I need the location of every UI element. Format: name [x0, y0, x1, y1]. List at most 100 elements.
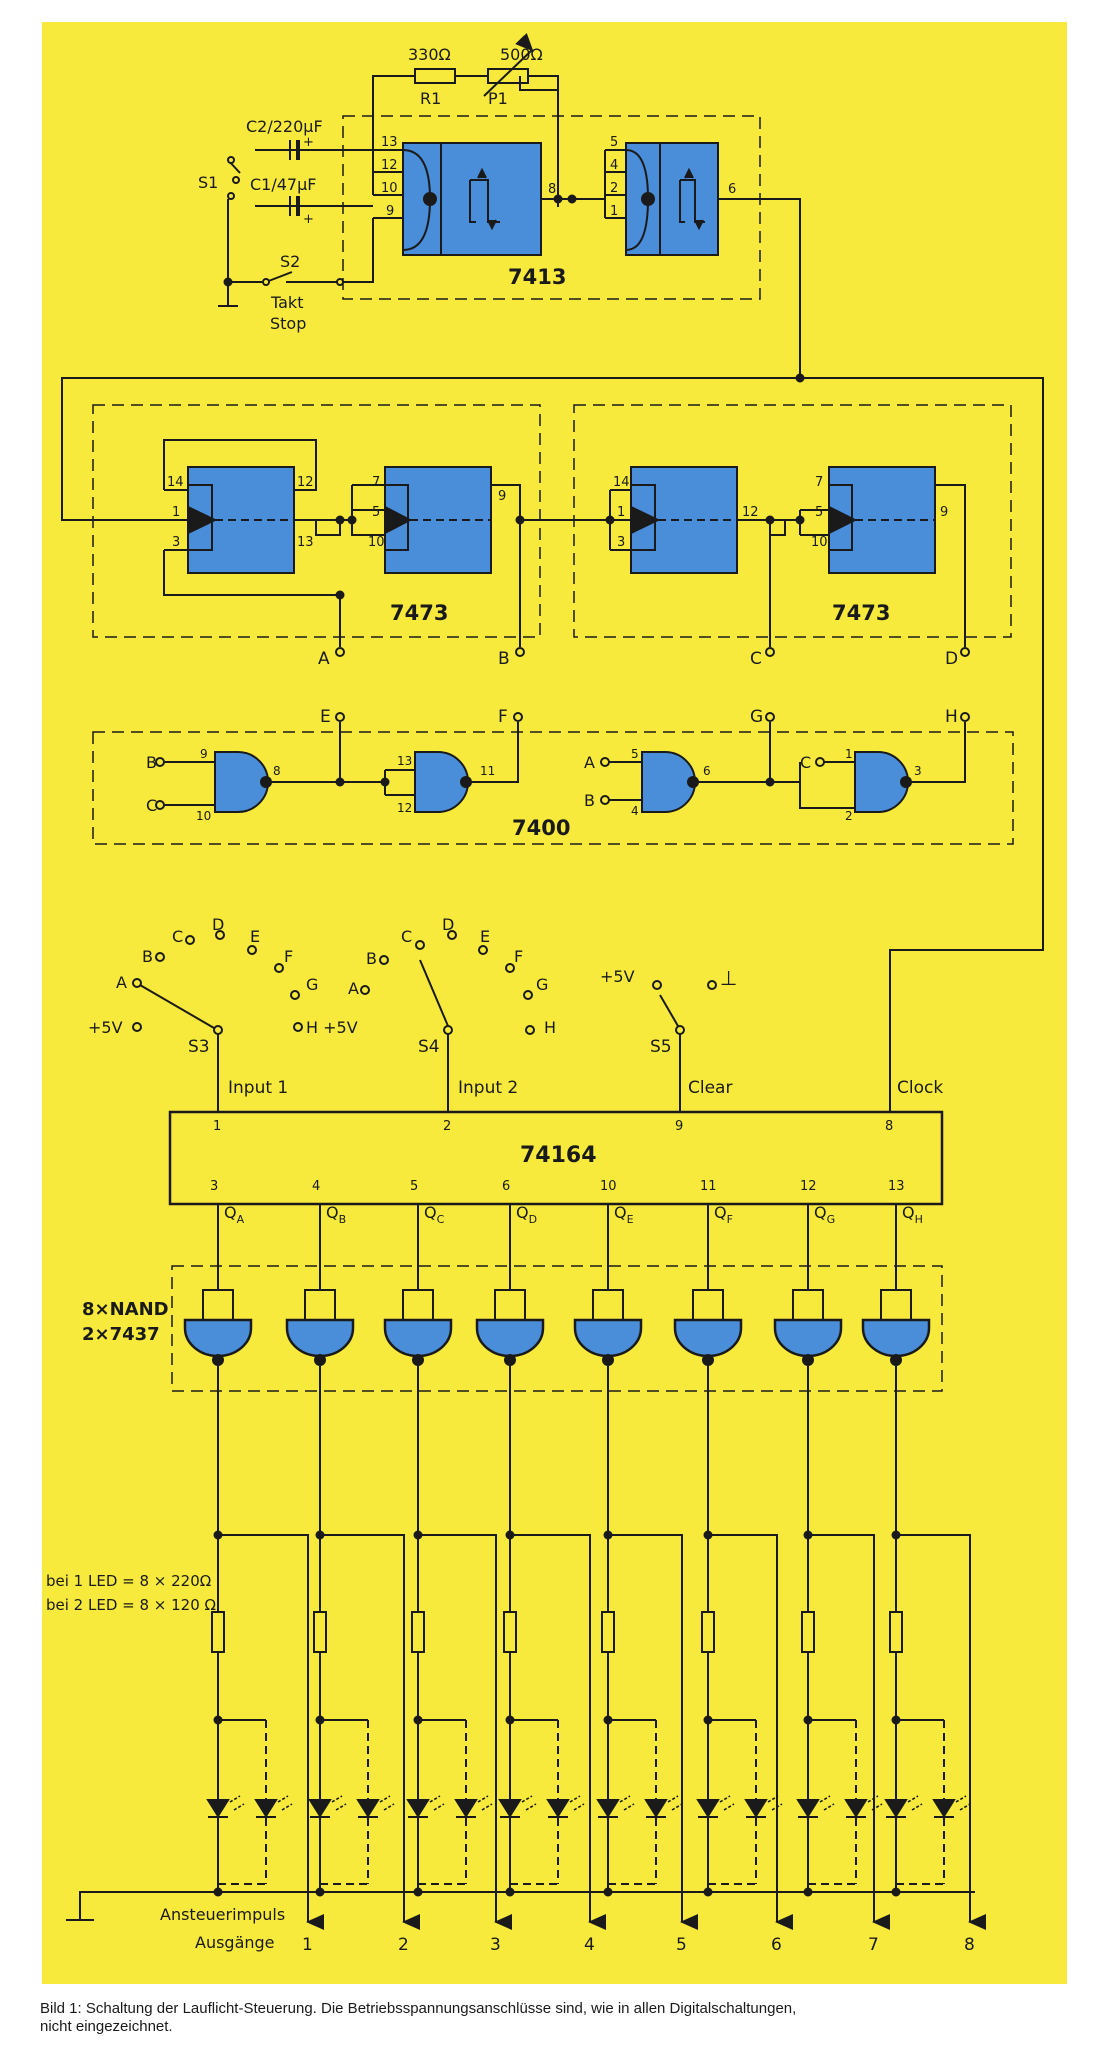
g1-in-b: B [146, 753, 157, 772]
output-line [608, 1534, 698, 1930]
g2-pin-5: 5 [610, 135, 618, 150]
led-light-rays [619, 1795, 635, 1811]
g1-pin-10: 10 [196, 809, 211, 823]
c2-label: C2/220µF [246, 117, 323, 136]
q-line [202, 1204, 234, 1320]
outputs-label-1: Ansteuerimpuls [160, 1905, 285, 1924]
q-line [692, 1204, 724, 1320]
feedback-wire [372, 75, 559, 207]
decoder-out-f: F [498, 707, 508, 727]
q-line [402, 1204, 434, 1320]
q-line [592, 1204, 624, 1320]
led-1 [406, 1799, 430, 1818]
s5-switch [659, 994, 681, 1112]
shift-register-chip [168, 1110, 944, 1206]
s4-contact-d: D [442, 915, 454, 934]
s3-contact-g: G [306, 975, 318, 994]
output-line [218, 1534, 324, 1930]
s3-contact-d: D [212, 915, 224, 934]
nand-bubble [412, 1354, 424, 1366]
g2-pin-1: 1 [610, 204, 618, 219]
led-light-rays [867, 1795, 883, 1811]
counter-out-d: D [945, 649, 958, 669]
q-line [792, 1204, 824, 1320]
p1-potentiometer [487, 68, 529, 84]
s4-contact-h: H [544, 1018, 556, 1037]
ff1-pin-13: 13 [297, 535, 314, 550]
led-2 [546, 1799, 570, 1818]
led-resistor [889, 1611, 903, 1653]
g2-pin-4: 4 [610, 158, 618, 173]
led-1 [206, 1799, 230, 1818]
s3-contact-f: F [284, 947, 293, 966]
ff3-pin-12: 12 [742, 505, 759, 520]
ff3-pin-1: 1 [617, 505, 625, 520]
s5-label: S5 [650, 1037, 672, 1057]
ff2-pin-10: 10 [368, 535, 385, 550]
g2-out: 11 [480, 764, 495, 778]
q-line [494, 1204, 526, 1320]
led-resistor [601, 1611, 615, 1653]
led-resistor [313, 1611, 327, 1653]
c1-plus: + [303, 212, 314, 227]
s3-contact-plus5v: +5V [88, 1018, 123, 1037]
s2-stop: Stop [270, 314, 306, 333]
g1-out: 8 [273, 764, 281, 778]
in-pin-9: 9 [675, 1119, 683, 1134]
g2-pin-12: 12 [397, 801, 412, 815]
g4-pin-1: 1 [845, 747, 853, 761]
s4-contact-g: G [536, 975, 548, 994]
chip-7473-right: 7473 [832, 601, 890, 625]
output-number: 2 [398, 1935, 409, 1955]
led-2 [454, 1799, 478, 1818]
output-number: 4 [584, 1935, 595, 1955]
ff1-pin-1: 1 [172, 505, 180, 520]
led-1 [498, 1799, 522, 1818]
led-light-rays [569, 1795, 585, 1811]
led-1 [308, 1799, 332, 1818]
s2-label: S2 [280, 252, 300, 271]
g3-in-a: A [584, 753, 595, 772]
g3-pin-4: 4 [631, 804, 639, 818]
p1-value: 500Ω [500, 45, 543, 64]
yellow-background [42, 22, 1067, 1984]
ff4-pin-9: 9 [940, 505, 948, 520]
r1-value: 330Ω [408, 45, 451, 64]
s1-label: S1 [198, 173, 218, 192]
out-pin-label: 11 [700, 1179, 717, 1194]
s5-contact-plus5v: +5V [600, 967, 635, 986]
led-2 [932, 1799, 956, 1818]
nand-bubble [802, 1354, 814, 1366]
output-number: 5 [676, 1935, 687, 1955]
r1-label: R1 [420, 89, 441, 108]
chip-7413: 7413 [508, 265, 566, 289]
s4-switch [419, 959, 449, 1112]
g4-out: 3 [914, 764, 922, 778]
led-light-rays [429, 1795, 445, 1811]
g1-out-pin: 8 [548, 182, 556, 197]
s4-contact-a: A [348, 979, 359, 998]
ff2-pin-7: 7 [372, 475, 380, 490]
nand-count: 8×NAND [82, 1299, 169, 1320]
clock-label: Clock [897, 1078, 943, 1098]
r1-resistor [414, 68, 456, 84]
oscillator-frame [342, 115, 761, 300]
g1-pin-9: 9 [200, 747, 208, 761]
ff3-pin-14: 14 [613, 475, 630, 490]
s3-switch [139, 984, 219, 1112]
led-resistor [211, 1611, 225, 1653]
led-1 [884, 1799, 908, 1818]
s3-contact-a: A [116, 973, 127, 992]
s5-contact-ground: ⊥ [720, 966, 737, 990]
out-pin-label: 5 [410, 1179, 418, 1194]
ff1-pin-3: 3 [172, 535, 180, 550]
g1-pin-12: 12 [381, 158, 398, 173]
p1-label: P1 [488, 89, 508, 108]
g1-pin-10: 10 [381, 181, 398, 196]
q-line [304, 1204, 336, 1320]
nand-7437-frame [171, 1265, 943, 1392]
ff1-pin-14: 14 [167, 475, 184, 490]
output-line [708, 1534, 793, 1930]
s3-label: S3 [188, 1037, 210, 1057]
